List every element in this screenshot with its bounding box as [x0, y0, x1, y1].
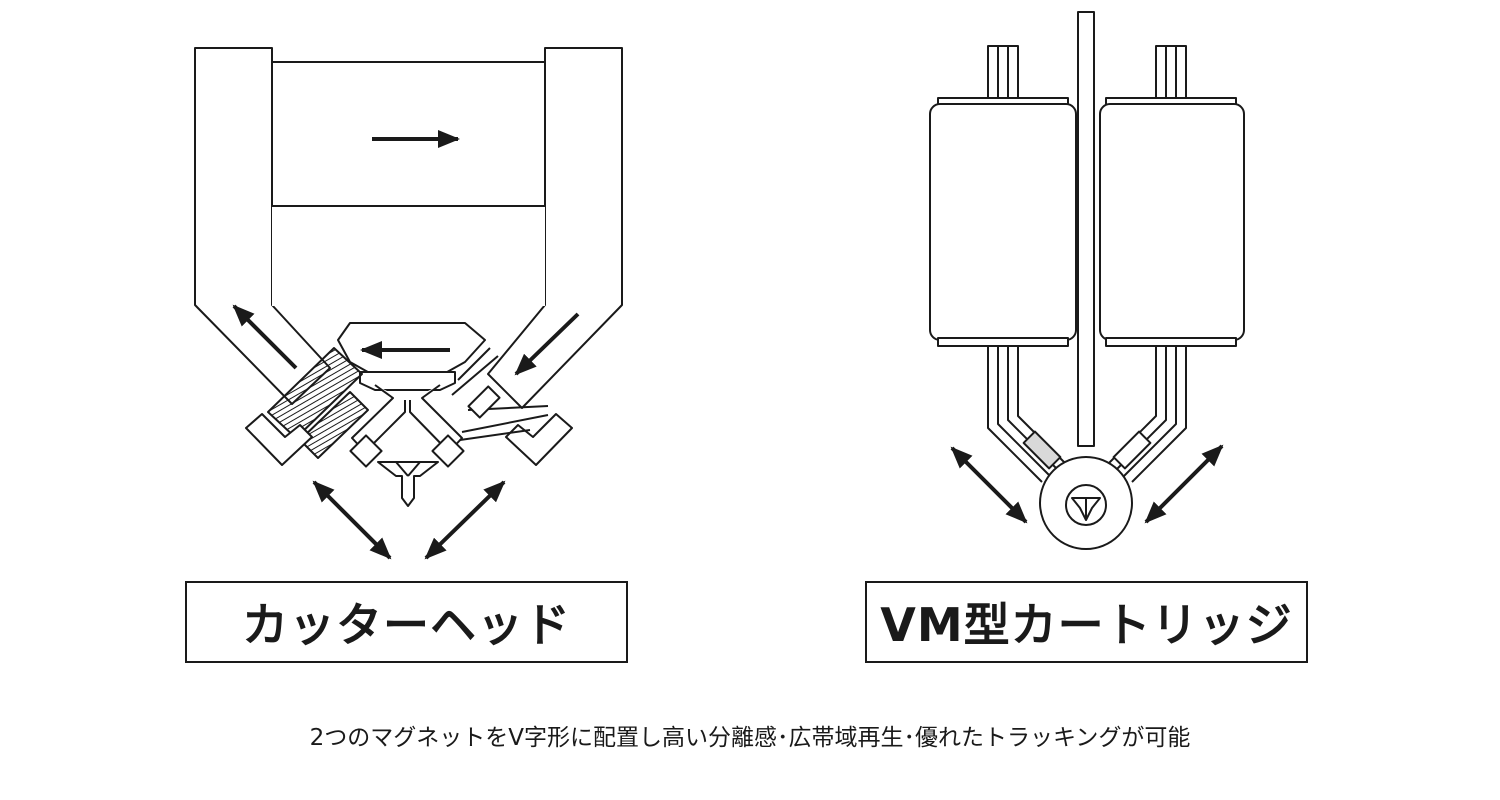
cutter-stylus [377, 461, 439, 507]
vm-left-coil-tip [1022, 430, 1062, 470]
cutter-left-double-arrow [312, 480, 392, 560]
cutter-head-label: カッターヘッド [185, 581, 628, 663]
vm-right-coil [1099, 103, 1245, 341]
cutter-left-magnet [267, 347, 369, 459]
cutter-left-arm-arrow [232, 304, 298, 370]
vm-right-pole-top [1155, 45, 1187, 99]
vm-left-coil [929, 103, 1077, 341]
vm-cartridge-illustration [929, 11, 1245, 550]
vm-center-shield [1077, 11, 1095, 447]
cutter-left-bracket [245, 413, 313, 466]
cutter-right-arm-arrow [514, 312, 580, 376]
cutter-top-block [271, 61, 546, 207]
vm-left-double-arrow [950, 446, 1028, 524]
diagram-caption: 2つのマグネットをV字形に配置し高い分離感･広帯域再生･優れたトラッキングが可能 [309, 725, 1191, 751]
vm-right-pole-bottom [1107, 346, 1187, 483]
cutter-right-double-arrow [424, 480, 506, 560]
vm-right-double-arrow [1144, 444, 1224, 524]
vm-cartridge-label: VM型カートリッジ [865, 581, 1308, 663]
cutter-mid-block [272, 206, 545, 306]
cutter-head-illustration [194, 47, 623, 507]
vm-right-coil-tip [1112, 430, 1152, 470]
vm-motion-arrows [950, 444, 1224, 524]
cutter-right-wiring [451, 347, 549, 441]
cutter-motion-arrows [232, 130, 580, 560]
vm-left-pole-bottom [987, 346, 1067, 483]
vm-left-pole-top [987, 45, 1019, 99]
cutter-right-bracket [505, 413, 573, 466]
